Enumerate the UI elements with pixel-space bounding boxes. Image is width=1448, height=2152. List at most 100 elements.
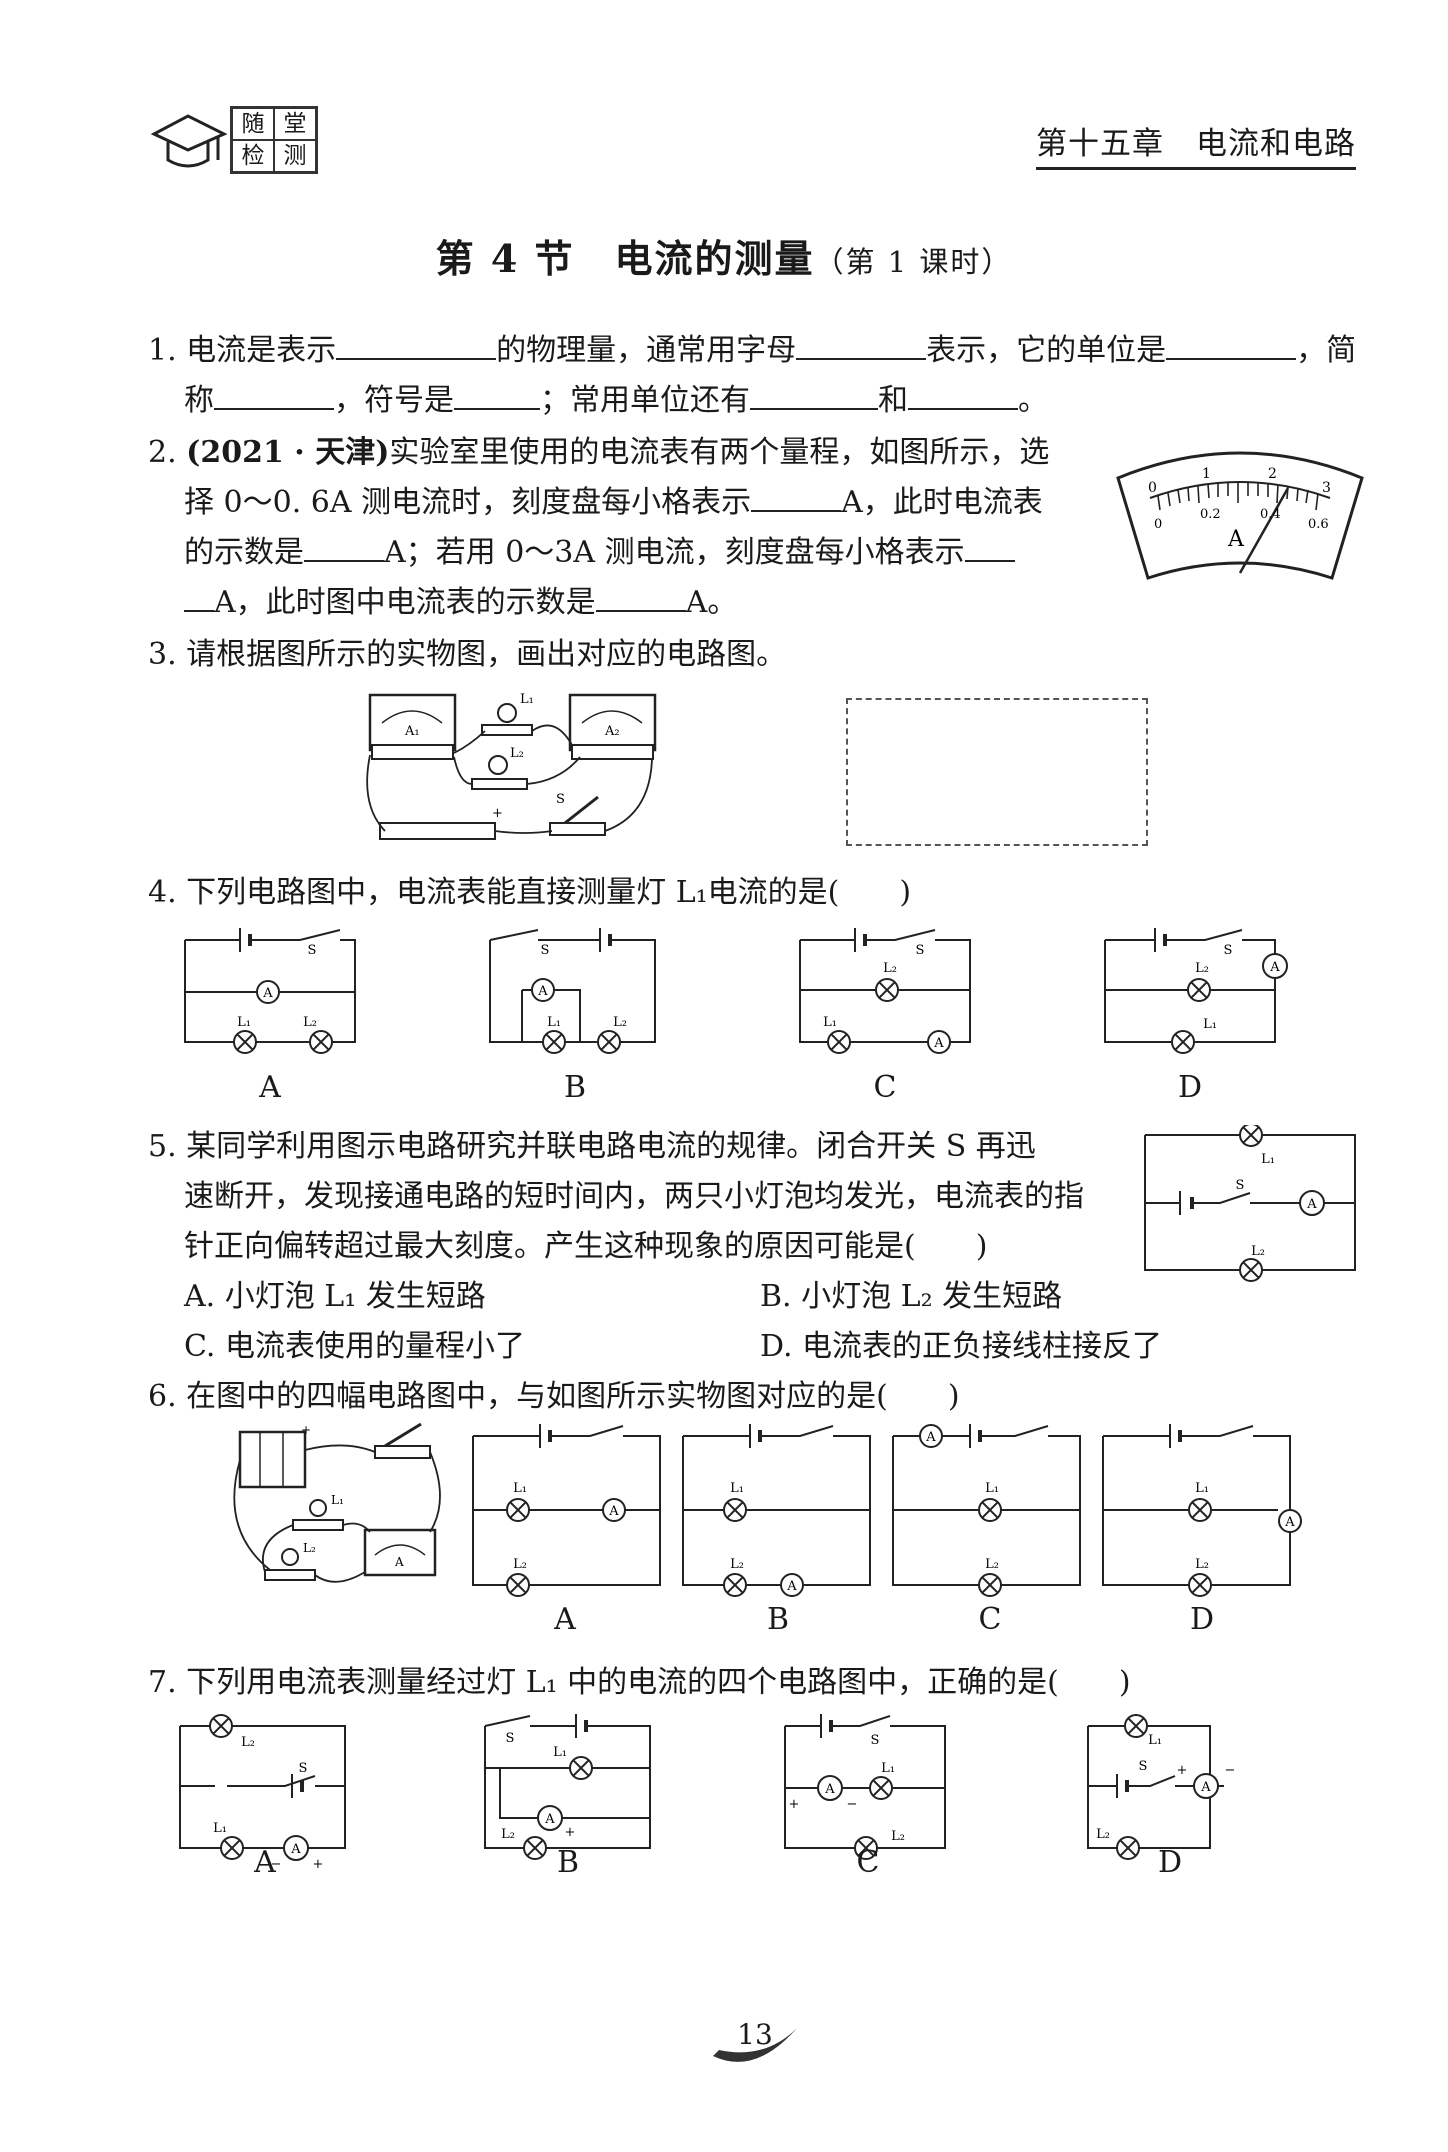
ammeter-label: A xyxy=(933,1036,944,1051)
answer-blank[interactable] xyxy=(796,330,927,360)
answer-blank[interactable] xyxy=(595,582,686,612)
ammeter-label: A xyxy=(290,1842,301,1857)
answer-blank[interactable] xyxy=(750,380,878,410)
q7-option-label: A xyxy=(254,1845,276,1880)
switch-label: S xyxy=(299,1761,308,1776)
q1-text: 表示，它的单位是 xyxy=(926,333,1167,368)
ammeter-label: A xyxy=(1269,960,1280,975)
ammeter-label: A xyxy=(824,1782,835,1797)
q6-label: A xyxy=(394,1555,404,1569)
lamp-label: L₁ xyxy=(213,1821,227,1836)
terminal-label: + xyxy=(313,1857,324,1868)
q2-text: A；若用 0～3A 测电流，刻度盘每小格表示 xyxy=(384,535,965,570)
q2-text: 择 0～0. 6A 测电流时，刻度盘每小格表示 xyxy=(184,485,752,520)
lamp-label: L₁ xyxy=(985,1481,999,1496)
q7-option-label: B xyxy=(556,1845,580,1880)
lamp-label: L₁ xyxy=(1203,1017,1217,1032)
q6-label: L₁ xyxy=(331,1493,344,1507)
lamp-label: L₂ xyxy=(1096,1827,1110,1842)
lamp-label: L₁ xyxy=(1261,1152,1275,1167)
lamp-label: L₂ xyxy=(883,961,897,976)
lamp-label: L₂ xyxy=(303,1015,317,1030)
ammeter-label: A xyxy=(1200,1780,1211,1795)
question-3-text: 3. 请根据图所示的实物图，画出对应的电路图。 xyxy=(148,637,787,672)
ammeter-label: A xyxy=(1306,1197,1317,1212)
q3-label: S xyxy=(556,792,565,807)
lamp-label: L₁ xyxy=(1195,1481,1209,1496)
q4-circuit-diagrams: A A A A S S S S L₁ L₂ L₁ L₂ L₂ L₁ L₂ L₁ xyxy=(184,926,1288,1054)
question-4-text: 4. 下列电路图中，电流表能直接测量灯 L₁电流的是() xyxy=(148,868,911,918)
q2-text: A，此时电流表 xyxy=(841,485,1043,520)
answer-blank[interactable] xyxy=(1166,330,1297,360)
q2-text: 实验室里使用的电流表有两个量程，如图所示，选 xyxy=(389,435,1050,470)
answer-blank[interactable] xyxy=(336,330,497,360)
q6-option-label: A xyxy=(554,1602,576,1637)
q5-option-c[interactable]: C. 电流表使用的量程小了 xyxy=(184,1329,525,1364)
q6-label: L₂ xyxy=(303,1541,316,1555)
question-2-line-1: 2. (2021 · 天津)实验室里使用的电流表有两个量程，如图所示，选 xyxy=(148,435,1050,470)
q1-text: 称 xyxy=(184,383,214,418)
dial-tick-label: 0.2 xyxy=(1200,507,1221,522)
answer-blank[interactable] xyxy=(184,582,214,612)
answer-blank[interactable] xyxy=(304,532,384,562)
dial-tick-label: 0 xyxy=(1148,480,1157,496)
ammeter-label: A xyxy=(608,1504,619,1519)
lamp-label: L₁ xyxy=(881,1761,895,1776)
answer-blank[interactable] xyxy=(964,532,1015,562)
page-number: 13 xyxy=(737,2018,773,2051)
section-subtitle: （第 1 课时） xyxy=(814,245,1013,279)
q5-option-b[interactable]: B. 小灯泡 L₂ 发生短路 xyxy=(760,1279,1063,1314)
q4-option-label: C xyxy=(873,1070,897,1105)
terminal-label: − xyxy=(1225,1763,1236,1778)
q5-option-d[interactable]: D. 电流表的正负接线柱接反了 xyxy=(760,1329,1163,1364)
answer-blank[interactable] xyxy=(214,380,334,410)
lamp-label: L₂ xyxy=(730,1557,744,1572)
q1-text: ；常用单位还有 xyxy=(540,383,750,418)
answer-drawing-box[interactable] xyxy=(846,698,1148,846)
switch-label: S xyxy=(1139,1759,1148,1774)
q6-text: 6. 在图中的四幅电路图中，与如图所示实物图对应的是( xyxy=(148,1379,888,1414)
lamp-label: L₂ xyxy=(1195,961,1209,976)
answer-blank[interactable] xyxy=(908,380,1018,410)
q2-text: A，此时图中电流表的示数是 xyxy=(214,585,596,620)
lamp-label: L₂ xyxy=(985,1557,999,1572)
lamp-label: L₁ xyxy=(730,1481,744,1496)
terminal-label: − xyxy=(847,1797,858,1812)
lamp-label: L₂ xyxy=(513,1557,527,1572)
switch-label: S xyxy=(308,943,317,958)
logo-cell: 测 xyxy=(274,140,316,172)
q7-text: ) xyxy=(1118,1665,1131,1700)
q5-text: ) xyxy=(975,1229,988,1264)
lamp-label: L₂ xyxy=(891,1829,905,1844)
page-number-swoosh-icon xyxy=(713,2028,797,2062)
q3-label: L₂ xyxy=(510,746,524,761)
q2-text: 的示数是 xyxy=(184,535,304,570)
ammeter-label: A xyxy=(537,984,548,999)
q5-option-a[interactable]: A. 小灯泡 L₁ 发生短路 xyxy=(184,1279,486,1314)
q4-option-label: B xyxy=(563,1070,587,1105)
q6-option-label: C xyxy=(978,1602,1002,1637)
q4-option-label: D xyxy=(1177,1070,1203,1105)
q6-text: ) xyxy=(947,1379,960,1414)
answer-blank[interactable] xyxy=(751,482,842,512)
dial-pointer xyxy=(1238,487,1290,574)
dial-tick-label: 1 xyxy=(1202,466,1211,482)
question-5-line-3: 针正向偏转超过最大刻度。产生这种现象的原因可能是() xyxy=(184,1222,987,1272)
switch-label: S xyxy=(916,943,925,958)
q6-physical-circuit-figure: + L₁ L₂ A xyxy=(233,1422,441,1583)
q7-option-label: C xyxy=(856,1845,880,1880)
switch-label: S xyxy=(871,1733,880,1748)
q6-option-label: D xyxy=(1189,1602,1215,1637)
ammeter-label: A xyxy=(786,1579,797,1594)
dial-tick-label: 3 xyxy=(1322,480,1331,496)
ammeter-label: A xyxy=(925,1430,936,1445)
graduation-cap-icon xyxy=(150,114,228,168)
q5-text: 针正向偏转超过最大刻度。产生这种现象的原因可能是( xyxy=(184,1229,916,1264)
q1-text: ，简 xyxy=(1296,333,1357,368)
answer-blank[interactable] xyxy=(454,380,540,410)
question-2-line-3: 的示数是 A；若用 0～3A 测电流，刻度盘每小格表示 xyxy=(184,528,1015,578)
q6-option-label: B xyxy=(766,1602,790,1637)
lamp-label: L₁ xyxy=(553,1745,567,1760)
q1-text: 的物理量，通常用字母 xyxy=(496,333,797,368)
chapter-title: 第十五章 电流和电路 xyxy=(1036,118,1356,170)
